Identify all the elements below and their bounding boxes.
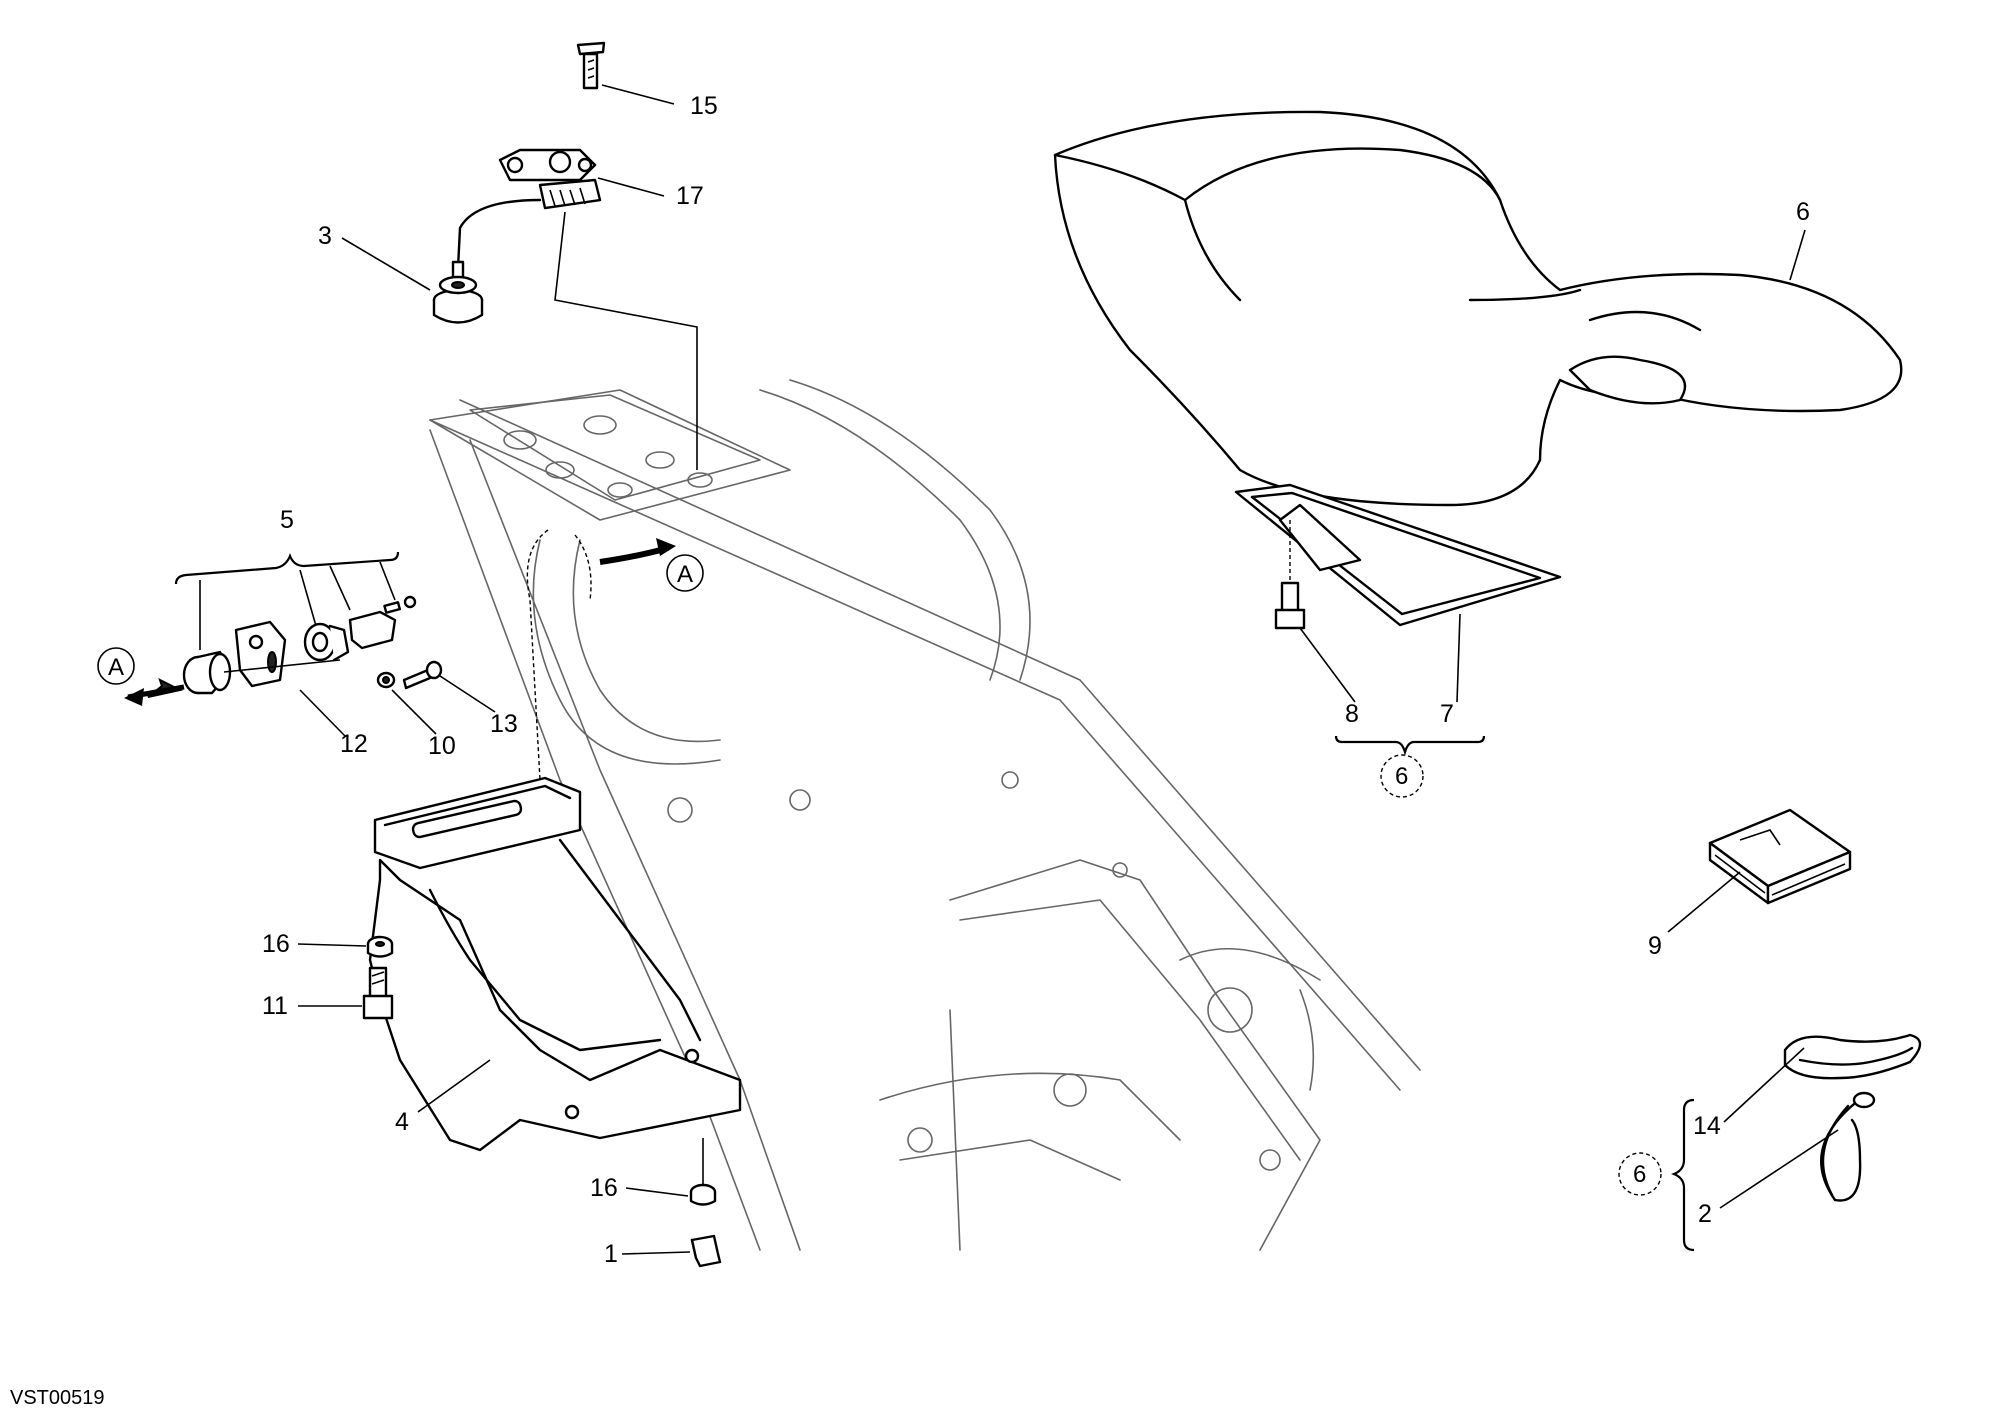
callout-2: 2 [1698,1200,1712,1228]
leader-10 [391,689,437,735]
leader-7 [1456,613,1461,703]
callout-3: 3 [318,222,332,250]
part-1-nut [690,1234,722,1268]
part-16-bottom-washer [689,1138,717,1206]
callout-13: 13 [490,710,518,738]
kit-6-seat-label: 6 [1395,763,1408,790]
part-2-cable [1820,1091,1876,1202]
callout-9: 9 [1648,932,1662,960]
leader-17 [597,177,665,197]
part-10-washer [376,671,396,689]
callout-6-seat: 6 [1796,198,1810,226]
rear-top-plate [429,389,791,521]
leader-17-to-frame [554,211,698,470]
callout-10: 10 [428,732,456,760]
callout-4: 4 [395,1108,409,1136]
part-15-screw [576,41,606,90]
kit-6-small-label: 6 [1633,1161,1646,1188]
leader-3 [341,237,431,291]
kit-brace-5 [174,551,400,585]
callout-17: 17 [676,182,704,210]
callout-11: 11 [262,992,288,1020]
view-a-left-arrow: A [97,647,185,706]
view-a-right-label: A [677,561,693,588]
rear-subframe [429,379,1421,1251]
leader-8 [1299,627,1356,703]
part-lock-nut [303,622,350,662]
kit-6-seat-circle: 6 [1380,754,1424,798]
callout-7: 7 [1440,700,1454,728]
part-lock-barrel [182,650,232,695]
callout-1: 1 [604,1240,618,1268]
leader-1 [621,1251,691,1255]
drawing-code: VST00519 [10,1387,105,1409]
view-a-right-arrow: A [526,529,704,781]
leader-2 [1719,1129,1839,1209]
part-17-seat-lock [451,148,602,280]
callout-15: 15 [690,92,718,120]
view-a-left-label: A [108,654,124,681]
leader-5-group [199,561,396,650]
part-9-booklet [1708,808,1852,905]
leader-6 [1789,229,1806,281]
leader-12 [299,689,346,737]
leader-4 [417,1059,491,1113]
part-lock-plate [348,595,417,650]
kit-brace-14-2 [1671,1098,1695,1252]
part-4-undertray [368,776,742,1152]
leader-14 [1723,1047,1805,1123]
part-7-seat-base [1234,483,1562,627]
part-16-top-washer [366,935,394,958]
callout-16-top: 16 [262,930,290,958]
leader-5-axis [223,659,341,673]
callout-5: 5 [280,506,294,534]
callout-8: 8 [1345,700,1359,728]
part-11-bolt [362,966,394,1020]
part-8-bolt [1274,520,1306,630]
callout-14: 14 [1693,1112,1721,1140]
part-14-pouch [1783,1033,1922,1080]
leader-13 [439,675,496,713]
leader-9 [1667,871,1741,933]
leader-15 [601,84,675,105]
leader-16-top [297,943,367,947]
part-12-bracket [234,620,287,688]
part-13-screw [402,660,443,690]
part-3-grommet [432,275,484,324]
part-6-seat [1053,110,1903,507]
callout-16-bottom: 16 [590,1174,618,1202]
kit-6-small-circle: 6 [1618,1152,1662,1196]
leader-16-bottom [625,1187,689,1197]
kit-brace-8-7 [1334,735,1486,756]
